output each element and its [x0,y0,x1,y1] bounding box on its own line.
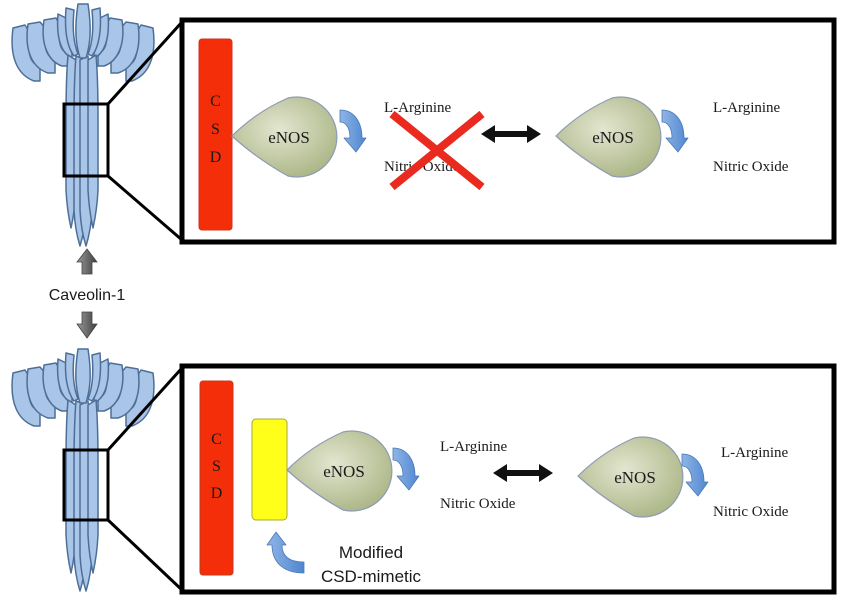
enos-shape [577,436,684,518]
enos-label: eNOS [268,128,310,147]
enos-bound-top: eNOS L-Arginine Nitric Oxide [231,96,485,191]
csd-bar-top-rect [198,38,233,231]
csd-letter-d: D [210,149,222,166]
product-label: Nitric Oxide [440,496,516,512]
mimetic-curve-arrow-icon [266,531,305,574]
zoom-line-top-b [107,174,183,242]
blocked-x-icon [389,110,485,191]
csd-bar-bottom-rect [199,380,234,576]
csd-bar-bottom: C S D [199,380,234,576]
csd-letter-s: S [212,458,221,475]
enos-label: eNOS [592,128,634,147]
panel-bottom [179,363,837,595]
zoom-box-bottom [62,448,110,522]
zoom-line-top-a [106,20,184,106]
csd-letter-c: C [211,431,222,448]
enos-shape [231,96,338,178]
substrate-label: L-Arginine [384,100,452,116]
csd-mimetic-bar [251,418,288,521]
product-label: Nitric Oxide [713,159,789,175]
enos-label: eNOS [323,462,365,481]
mimetic-label-line1: Modified [339,543,403,562]
grey-arrow-up-icon [76,248,98,275]
substrate-label: L-Arginine [721,445,789,461]
caveolin-top [11,3,155,247]
grey-arrow-down-icon [76,311,98,339]
enos-bound-bottom: eNOS L-Arginine Nitric Oxide [286,430,516,512]
enos-free-top: eNOS L-Arginine Nitric Oxide [555,96,789,178]
enos-free-bottom: eNOS L-Arginine Nitric Oxide [577,436,789,520]
caveolin-label: Caveolin-1 [49,287,126,304]
substrate-label: L-Arginine [440,439,508,455]
csd-letter-d: D [211,485,223,502]
substrate-label: L-Arginine [713,100,781,116]
csd-letter-c: C [210,93,221,110]
product-label: Nitric Oxide [713,504,789,520]
csd-letter-s: S [211,121,220,138]
zoom-box-top [62,102,110,178]
enos-shape [555,96,662,178]
csd-bar-top: C S D [198,38,233,231]
caveolin-bottom [11,348,155,592]
enos-label: eNOS [614,468,656,487]
enos-shape [286,430,393,512]
zoom-line-bottom-b [106,518,184,592]
zoom-line-bottom-a [106,366,184,452]
mimetic-label-line2: CSD-mimetic [321,567,422,586]
